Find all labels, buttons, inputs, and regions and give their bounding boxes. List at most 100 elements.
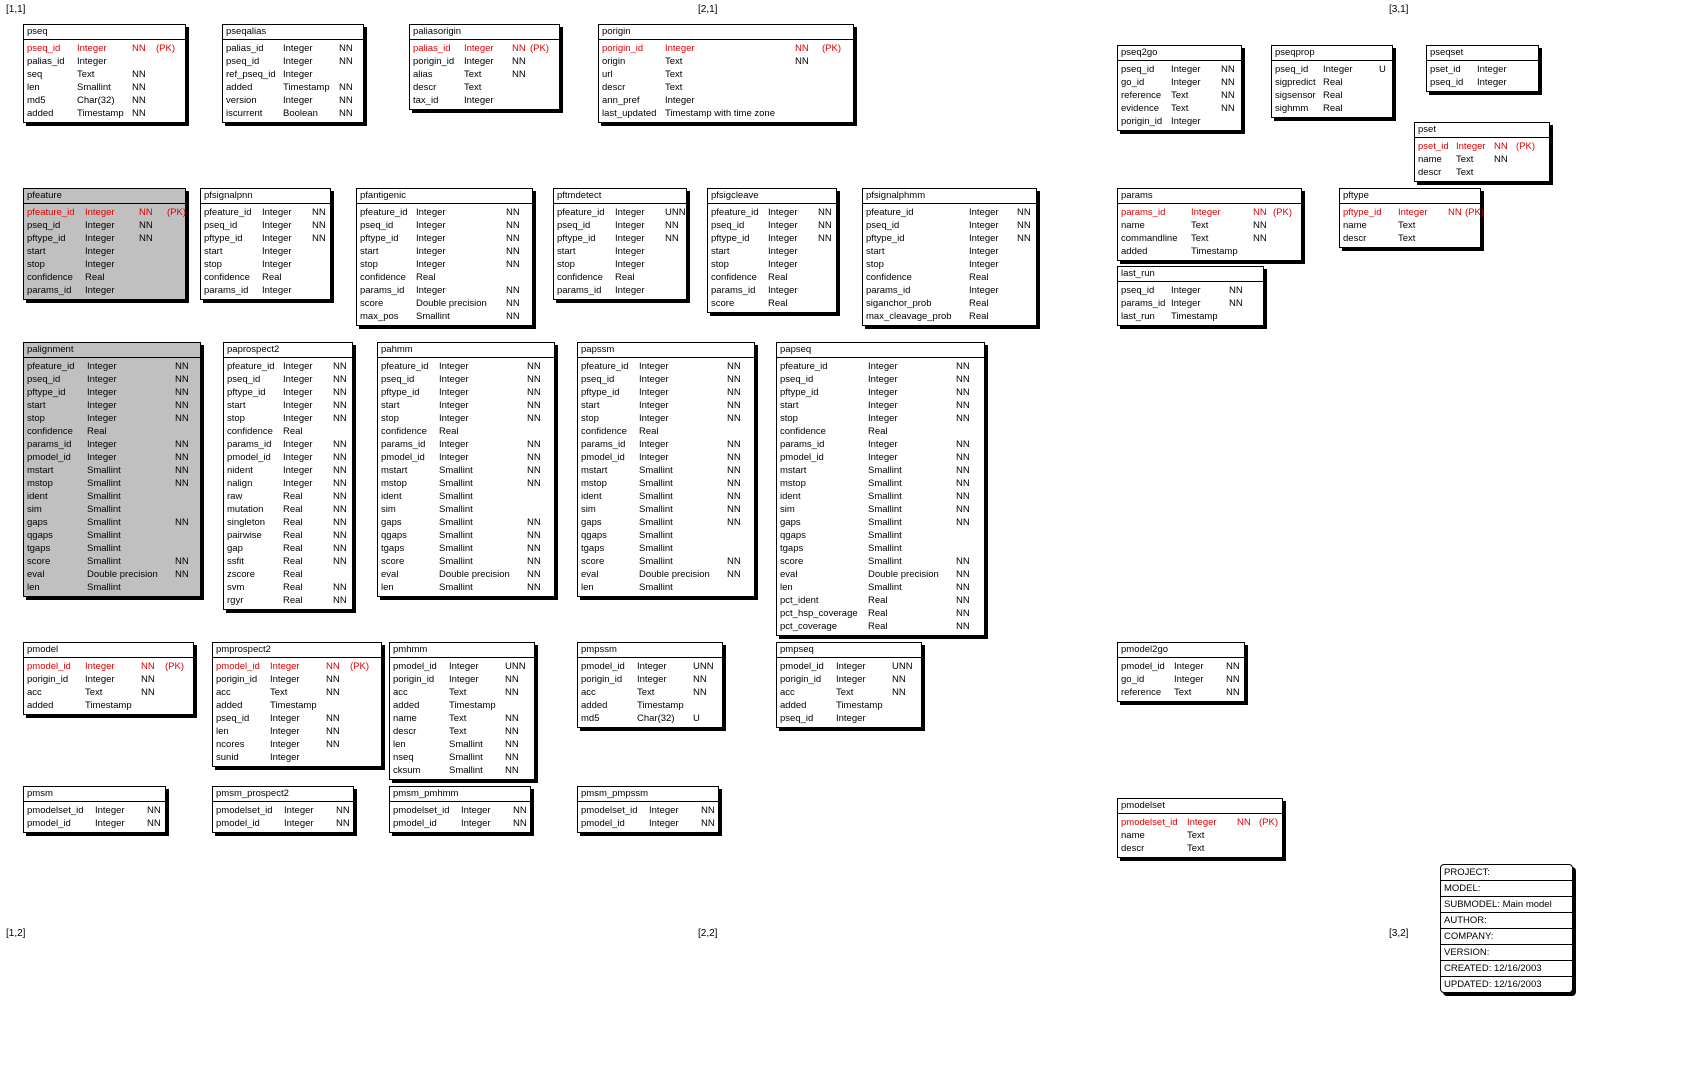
column-type: Integer	[95, 818, 125, 829]
column-name: pfeature_id	[780, 361, 828, 372]
column-cons: NN	[339, 95, 353, 106]
entity-title: pmodel	[24, 643, 193, 658]
column-type: Integer	[615, 220, 645, 231]
column-type: Text	[637, 687, 655, 698]
column-type: Integer	[85, 661, 115, 672]
column-type: Integer	[77, 43, 107, 54]
column-name: pseq_id	[216, 713, 250, 724]
column-type: Integer	[95, 805, 125, 816]
column-cons: NN	[956, 582, 970, 593]
column-name: reference	[1121, 90, 1162, 101]
column-name: confidence	[866, 272, 912, 283]
column-name: pmodelset_id	[216, 805, 273, 816]
column-name: acc	[393, 687, 408, 698]
column-pk	[822, 68, 848, 81]
column-cons: NN	[505, 726, 519, 737]
column-name: start	[866, 246, 885, 257]
column-pk	[530, 55, 556, 68]
column-cons: NN	[141, 674, 155, 685]
column-type: Smallint	[449, 752, 483, 763]
column-name: params_id	[557, 285, 602, 296]
column-type: Smallint	[439, 465, 473, 476]
column-pk: (PK)	[165, 661, 184, 672]
column-name: sighmm	[1275, 103, 1309, 114]
column-cons: NN	[892, 674, 906, 685]
legend-updated: UPDATED: 12/16/2003	[1444, 979, 1542, 990]
column-cons	[333, 425, 351, 438]
column-cons: NN	[527, 452, 541, 463]
column-type: Integer	[649, 818, 679, 829]
column-cons: NN	[527, 556, 541, 567]
column-name: pfeature_id	[866, 207, 914, 218]
column-type: Integer	[85, 233, 115, 244]
column-cons: NN	[818, 233, 832, 244]
column-type: Integer	[283, 374, 313, 385]
column-name: pftype_id	[866, 233, 905, 244]
column-name: added	[216, 700, 243, 711]
column-name: palias_id	[226, 43, 264, 54]
column-type: Timestamp	[637, 700, 684, 711]
column-name: ident	[780, 491, 801, 502]
column-cons: NN	[336, 805, 350, 816]
column-name: pmodel_id	[393, 818, 437, 829]
column-type: Smallint	[87, 465, 121, 476]
column-type: Smallint	[439, 530, 473, 541]
column-name: origin	[602, 56, 626, 67]
column-type: Text	[1174, 687, 1192, 698]
column-name: mstart	[581, 465, 608, 476]
